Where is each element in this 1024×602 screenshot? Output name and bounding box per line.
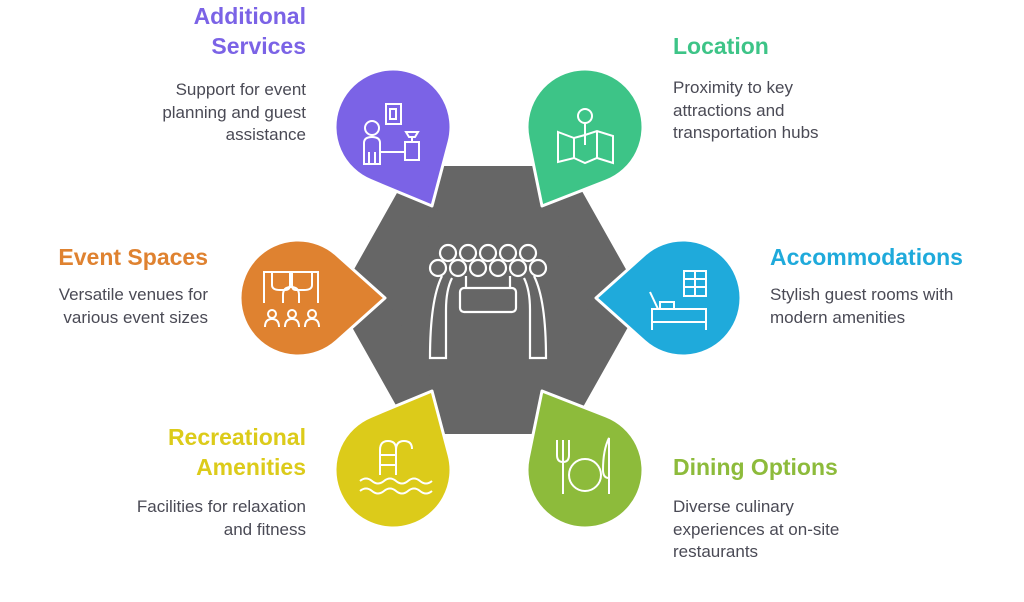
center-hexagon	[340, 166, 640, 434]
desc-additional-services: Support for event planning and guest ass…	[162, 80, 306, 144]
block-recreational-amenities: Recreational Amenities Facilities for re…	[137, 422, 306, 541]
desc-accommodations: Stylish guest rooms with modern amenitie…	[770, 285, 954, 327]
petal-event-spaces	[238, 238, 387, 358]
desc-event-spaces: Versatile venues for various event sizes	[58, 285, 208, 327]
petal-accommodations	[594, 238, 743, 358]
pool-ladder-icon	[359, 439, 433, 495]
block-location: Location Proximity to key attractions an…	[673, 31, 819, 145]
block-accommodations: Accommodations Stylish guest rooms with …	[770, 242, 963, 329]
title-location: Location	[673, 33, 769, 59]
fork-plate-knife-icon	[556, 437, 610, 494]
title-recreational-amenities: Recreational Amenities	[167, 424, 306, 480]
block-additional-services: Additional Services Support for event pl…	[162, 1, 306, 147]
venue-audience-icon	[263, 271, 320, 328]
concierge-icon	[363, 103, 420, 165]
desc-location: Proximity to key attractions and transpo…	[673, 78, 819, 142]
bed-icon	[649, 270, 707, 330]
title-accommodations: Accommodations	[770, 244, 963, 270]
petal-recreational-amenities	[333, 389, 453, 530]
title-additional-services: Additional Services	[193, 3, 306, 59]
desc-recreational-amenities: Facilities for relaxation and fitness	[136, 497, 306, 539]
desc-dining-options: Diverse culinary experiences at on-site …	[673, 497, 840, 561]
title-dining-options: Dining Options	[673, 454, 838, 480]
block-dining-options: Dining Options Diverse culinary experien…	[673, 452, 839, 564]
title-event-spaces: Event Spaces	[58, 244, 208, 270]
event-arch-balloons-icon	[428, 243, 548, 360]
map-pin-icon	[557, 108, 614, 165]
block-event-spaces: Event Spaces Versatile venues for variou…	[58, 242, 208, 329]
petal-additional-services	[333, 67, 453, 208]
